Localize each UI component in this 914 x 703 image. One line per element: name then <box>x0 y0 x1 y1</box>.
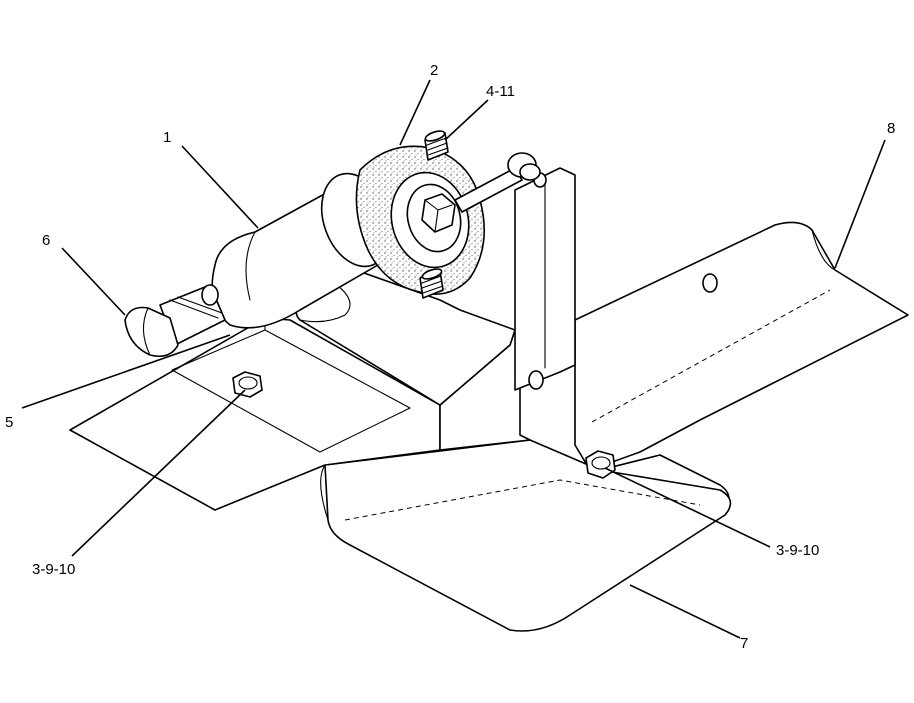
callout-2: 2 <box>430 62 438 79</box>
gasket-flange <box>355 145 485 295</box>
callout-labels: 1 2 4-11 8 6 5 3-9-10 3-9-10 7 <box>5 62 895 652</box>
hex-bolt-left <box>232 371 263 398</box>
linkage-rod <box>454 152 541 213</box>
callout-5: 5 <box>5 414 13 431</box>
leader-lines <box>21 79 886 639</box>
hex-bolt-right <box>585 450 616 479</box>
mounting-plate <box>320 439 732 632</box>
callout-3-9-10-left: 3-9-10 <box>32 561 75 578</box>
callout-7: 7 <box>740 635 748 652</box>
connector-and-hose <box>124 284 226 358</box>
callout-4-11: 4-11 <box>486 83 515 100</box>
mounting-studs <box>419 130 449 299</box>
callout-3-9-10-right: 3-9-10 <box>776 542 819 559</box>
upright-bracket <box>295 167 718 451</box>
callout-6: 6 <box>42 232 50 249</box>
callout-8: 8 <box>887 120 895 137</box>
callout-1: 1 <box>163 129 171 146</box>
